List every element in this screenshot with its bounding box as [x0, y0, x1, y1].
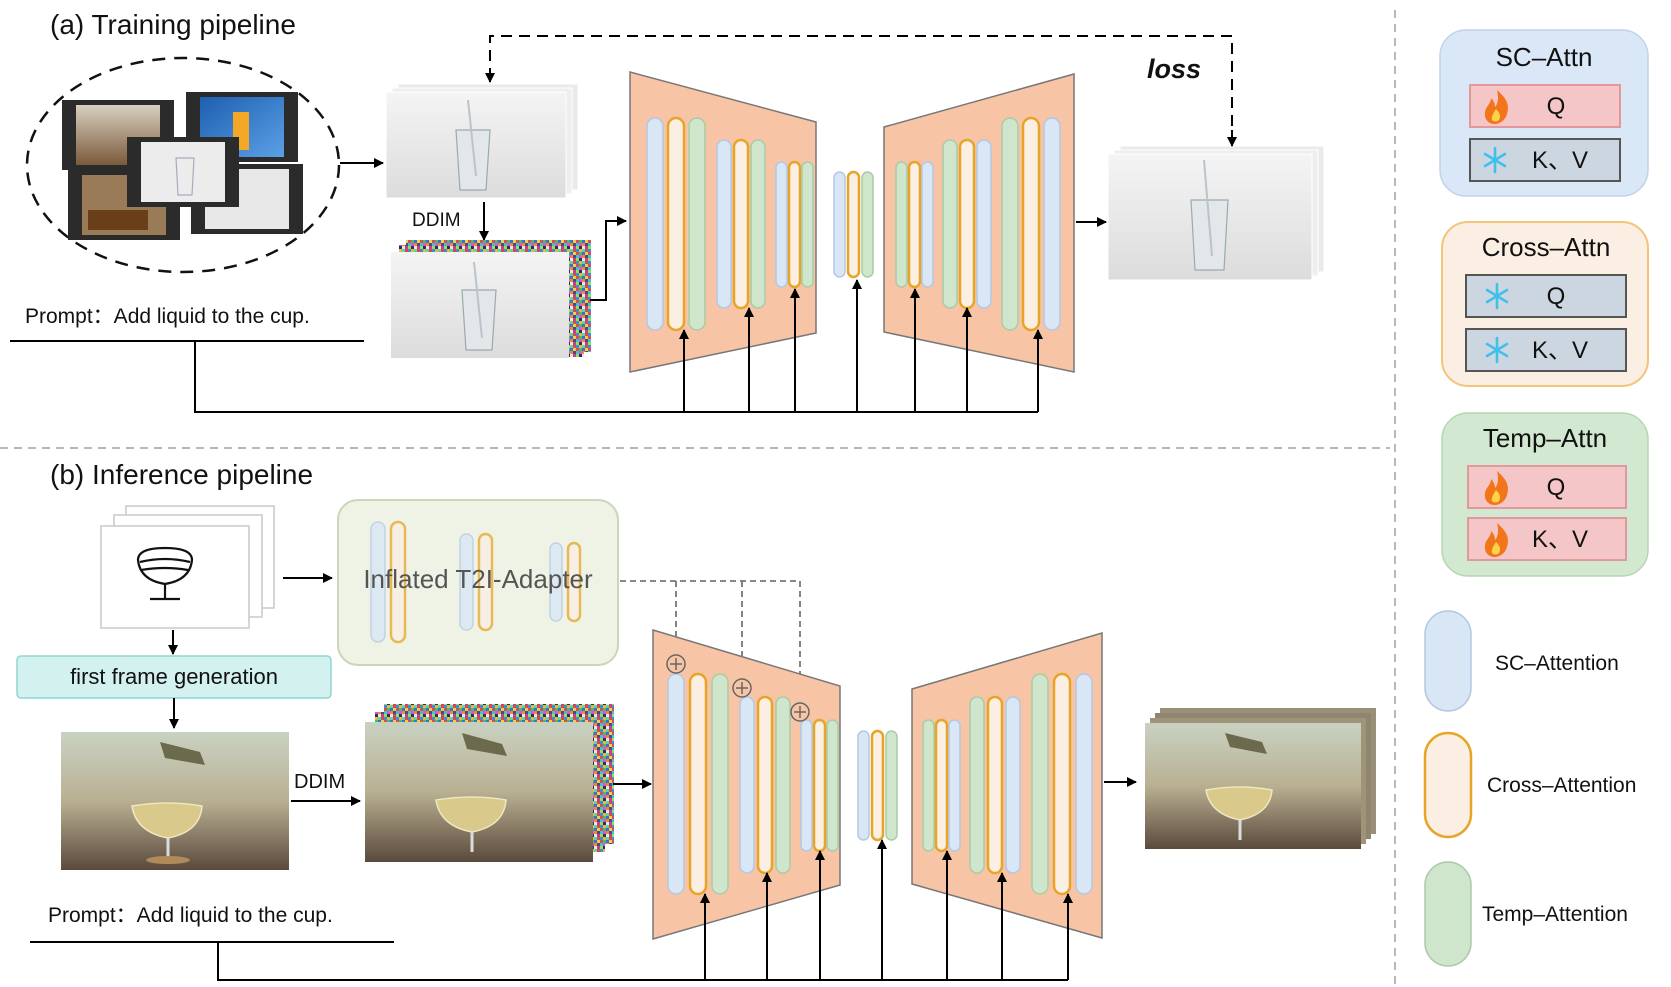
- decoder-blocks-inference: [922, 672, 1093, 896]
- adapter-blocks: [370, 520, 582, 644]
- legend-sc-title: SC–Attn: [1496, 42, 1593, 72]
- training-prompt: Prompt：Add liquid to the cup.: [25, 305, 310, 328]
- feature-add-icons: [666, 654, 810, 722]
- prompt-bus-inference: [217, 942, 1068, 981]
- inference-noisy-frames: [365, 704, 614, 862]
- inference-output-frames: [1145, 708, 1376, 849]
- legend-cross-attention-label: Cross–Attention: [1487, 774, 1636, 797]
- legend-sc-kv: K、V: [1532, 147, 1588, 174]
- condition-arrows-inference: [700, 839, 1073, 980]
- first-frame-generation-label: first frame generation: [70, 664, 278, 689]
- unet-middle-inference: [857, 729, 898, 842]
- adapter-label: Inflated T2I-Adapter: [363, 564, 593, 594]
- loss-feedback-path: [489, 35, 1233, 144]
- flame-icon: [1484, 471, 1508, 505]
- legend-temp-attn: Temp–Attn Q K、V: [1441, 412, 1649, 577]
- legend-cross-attn: Cross–Attn Q K、V: [1441, 221, 1649, 387]
- video-dataset-ellipse: [25, 56, 341, 274]
- legend-sc-attn: SC–Attn Q K、V: [1439, 29, 1649, 197]
- wine-glass-sketch-icon: [136, 546, 194, 601]
- training-frames-stack: [385, 83, 579, 199]
- legend-temp-attention-label: Temp–Attention: [1482, 903, 1628, 926]
- legend-cross-kv: K、V: [1532, 337, 1588, 364]
- prompt-bus-training: [194, 341, 1038, 413]
- flame-icon: [1484, 90, 1508, 124]
- flame-icon: [1484, 523, 1508, 557]
- legend-temp-kv: K、V: [1532, 526, 1588, 553]
- legend-cross-title: Cross–Attn: [1482, 232, 1611, 262]
- loss-label: loss: [1147, 54, 1201, 84]
- snowflake-icon: [1483, 146, 1507, 174]
- ddim-label-training: DDIM: [412, 210, 461, 231]
- training-title: (a) Training pipeline: [50, 9, 296, 40]
- legend-sc-q: Q: [1547, 93, 1566, 120]
- inference-prompt: Prompt：Add liquid to the cup.: [48, 904, 333, 927]
- arrow-noise-to-unet: [590, 216, 627, 301]
- legend-cross-q: Q: [1547, 283, 1566, 310]
- snowflake-icon: [1485, 282, 1509, 310]
- inference-title: (b) Inference pipeline: [50, 459, 313, 490]
- training-noisy-frames: [391, 240, 591, 358]
- condition-arrows-training: [679, 279, 1043, 412]
- ddim-label-inference: DDIM: [294, 771, 345, 793]
- legend-temp-attention: Temp–Attention: [1424, 861, 1628, 967]
- sketch-frames-stack: [100, 505, 275, 629]
- legend-sc-attention: SC–Attention: [1424, 610, 1619, 712]
- snowflake-icon: [1485, 336, 1509, 364]
- encoder-blocks-training: [646, 116, 814, 332]
- legend-sc-attention-label: SC–Attention: [1495, 652, 1619, 675]
- training-output-frames: [1107, 145, 1325, 281]
- first-frame-image: [61, 732, 289, 870]
- legend-temp-q: Q: [1547, 474, 1566, 501]
- unet-middle-training: [833, 170, 874, 279]
- decoder-blocks-training: [895, 116, 1061, 332]
- encoder-blocks-inference: [667, 672, 839, 896]
- legend-cross-attention: Cross–Attention: [1423, 731, 1636, 839]
- legend-temp-title: Temp–Attn: [1483, 423, 1607, 453]
- film-clip-center: [127, 137, 239, 207]
